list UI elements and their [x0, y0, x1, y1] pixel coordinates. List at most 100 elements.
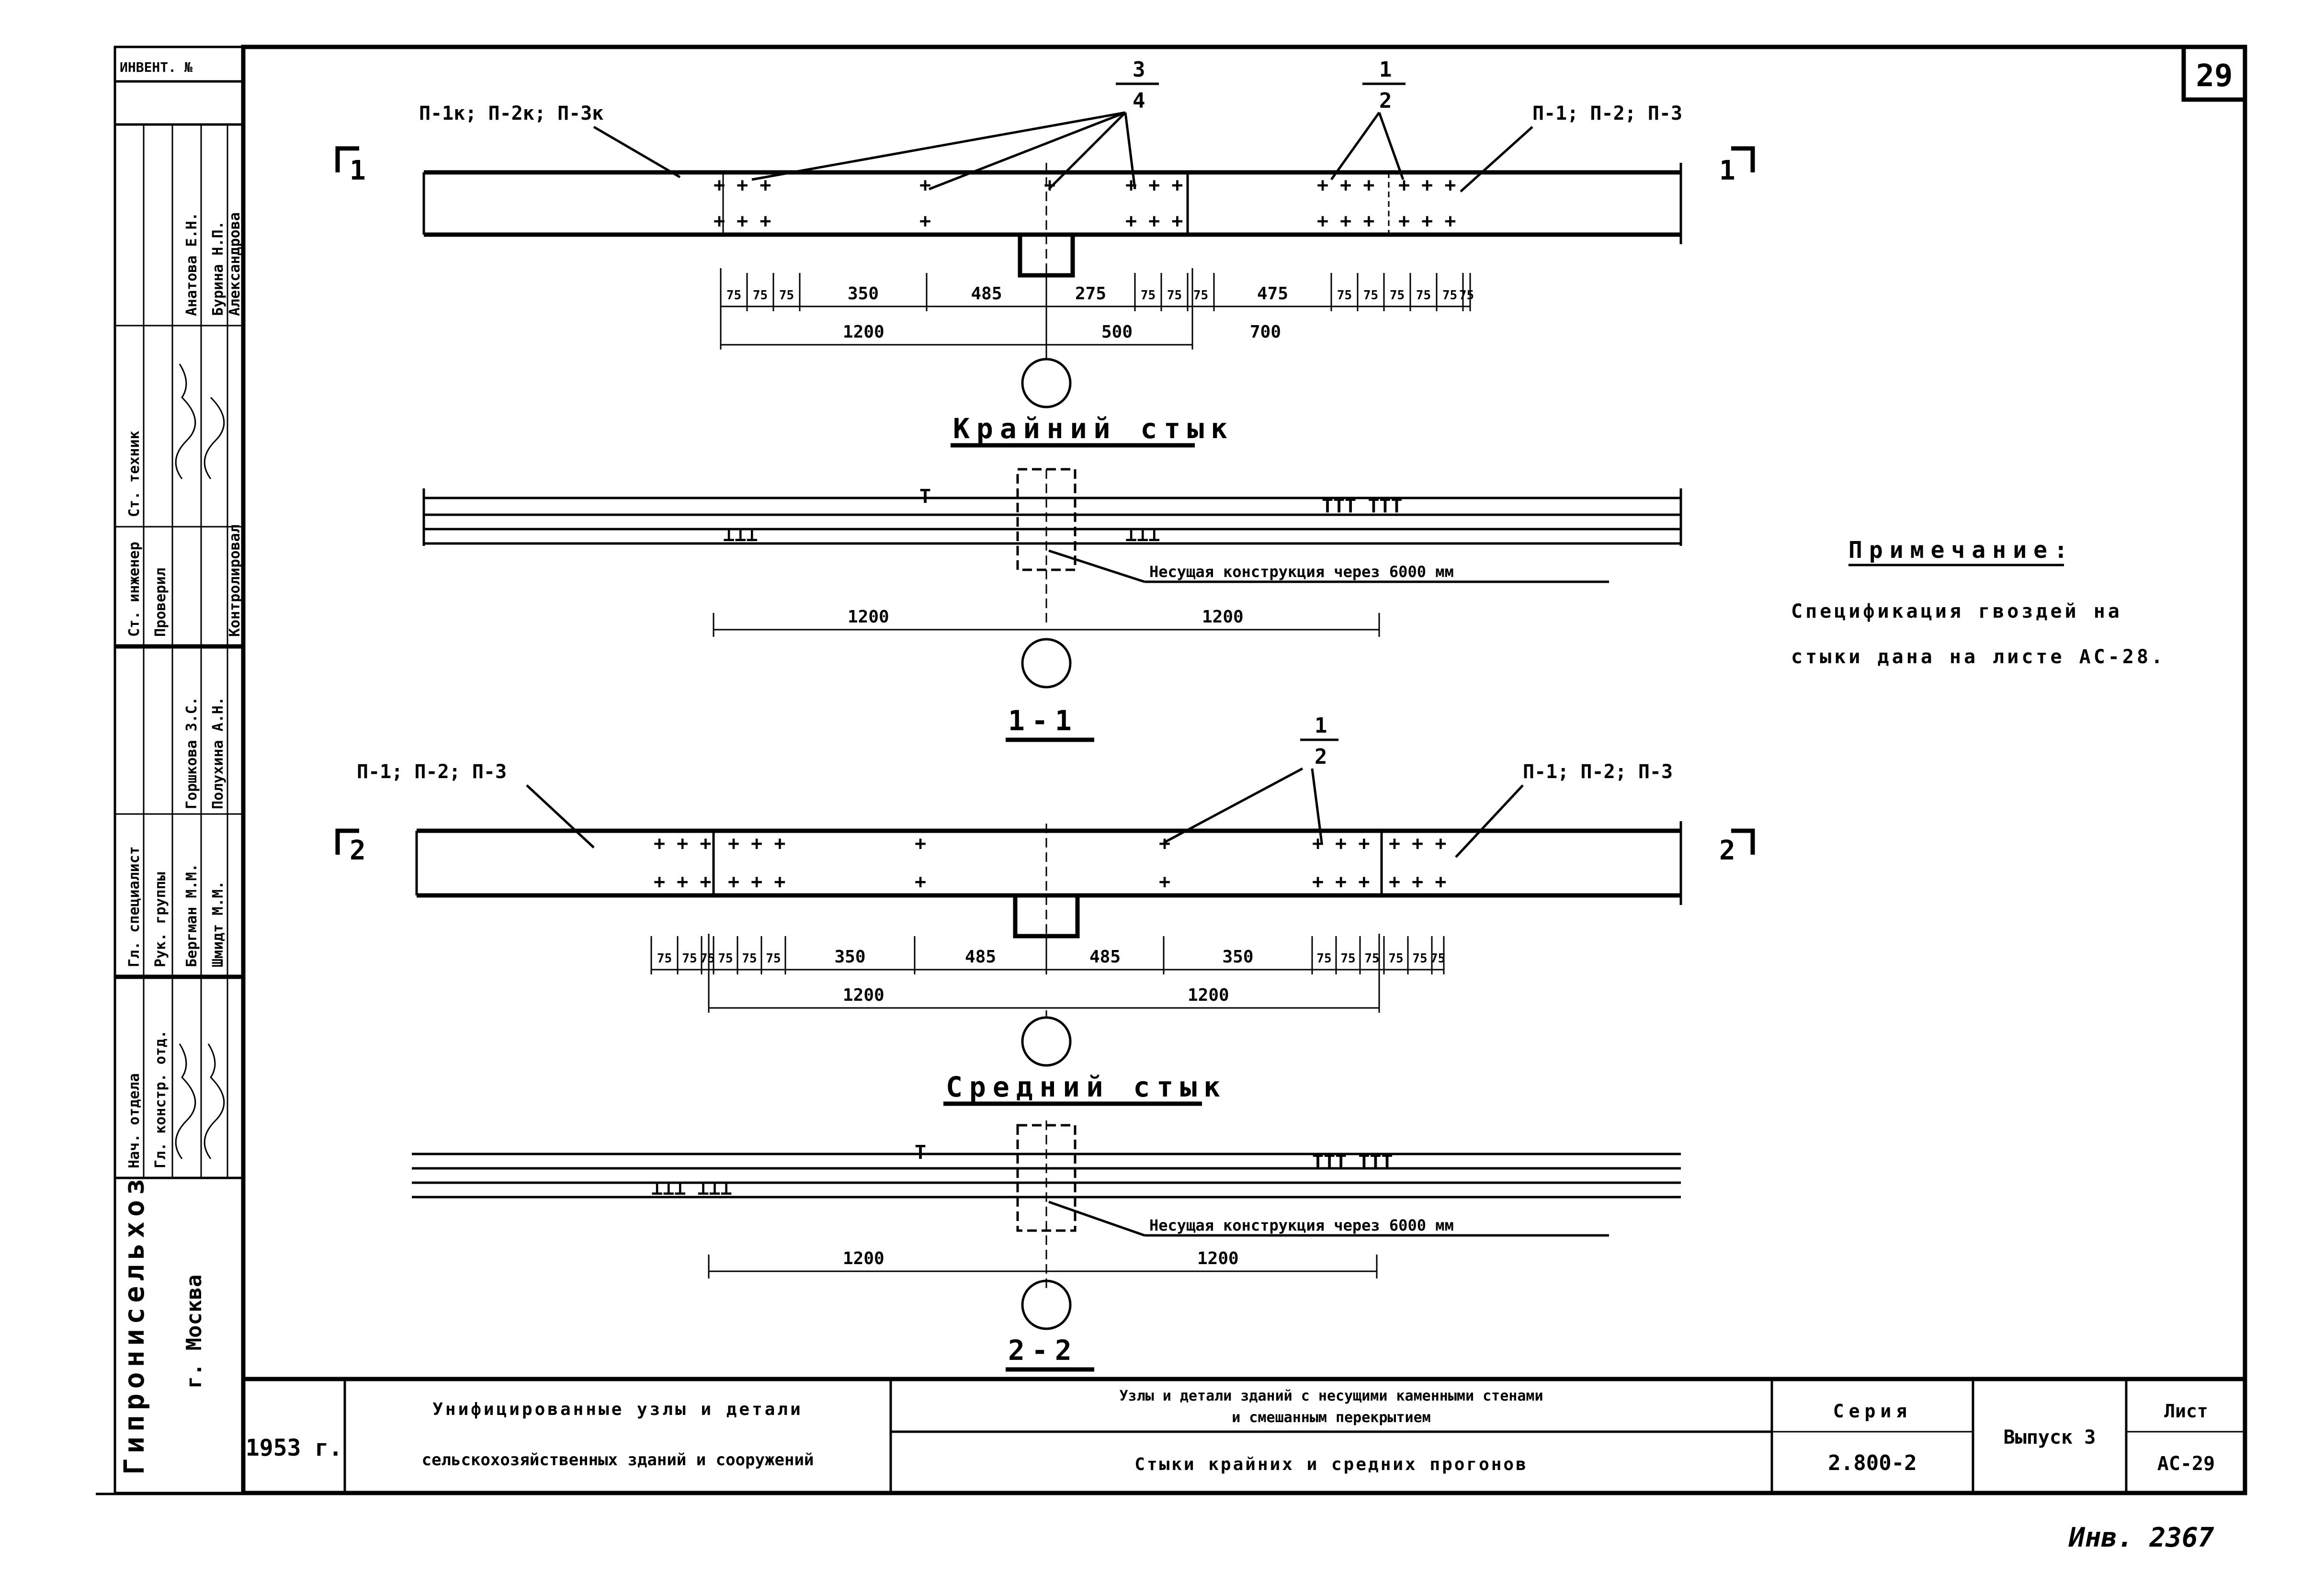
beam1-dim-label: 275: [1075, 284, 1106, 304]
axis-bubble-4: [1021, 1279, 1072, 1330]
title-middle-joint: Средний стык: [946, 1071, 1227, 1103]
stamp-name-3: Горшкова З.С.: [183, 697, 200, 809]
svg-text:⊥⊥⊥: ⊥⊥⊥: [1125, 524, 1160, 546]
stamp-role-3: Гл. специалист: [126, 846, 143, 967]
beam1-elevation: 1 1 + + + + + + + + + + + + + + + + + + …: [335, 57, 1755, 287]
stamp-role-1: Нач. отдела: [126, 1073, 143, 1168]
svg-text:T: T: [915, 1142, 926, 1164]
note-title: Примечание:: [1848, 537, 2075, 564]
footer-issue: Выпуск 3: [2004, 1426, 2096, 1448]
svg-text:+ + +: + + +: [1398, 174, 1456, 196]
svg-text:+ + +: + + +: [1317, 174, 1374, 196]
stamp-role-6: Ст. техник: [126, 430, 143, 517]
svg-text:⊥⊥⊥: ⊥⊥⊥: [723, 524, 758, 546]
callout-4: 4: [1133, 89, 1145, 113]
section-label-2-2: 2-2: [1008, 1334, 1078, 1367]
page-number: 29: [2196, 58, 2233, 94]
beam2-left-tag: П-1; П-2; П-3: [357, 761, 507, 783]
side-stamp: ИНВЕНТ. № Нач. отдела Гл. констр. отд. Г…: [113, 45, 245, 1494]
beam2-dim-right: 1200: [1188, 985, 1229, 1005]
svg-text:+ + +: + + +: [728, 871, 785, 893]
svg-text:+ + +: + + +: [1312, 871, 1370, 893]
note-line-2: стыки дана на листе АС-28.: [1791, 646, 2165, 668]
signature-2: [204, 1043, 225, 1159]
beam2-dim-label: 75: [718, 951, 733, 966]
beam2-right-tag: П-1; П-2; П-3: [1523, 761, 1673, 783]
plan1-dim-left: 1200: [848, 607, 889, 627]
page-number-box: [2181, 45, 2247, 102]
beam1-dim-1200: 1200: [843, 322, 884, 342]
beam1-right-tag: П-1; П-2; П-3: [1532, 102, 1682, 124]
svg-text:+ + +: + + +: [654, 871, 711, 893]
svg-text:+ + +: + + +: [1317, 210, 1374, 232]
section-label-1-1: 1-1: [1008, 704, 1078, 737]
svg-text:+: +: [915, 833, 926, 855]
beam2-dim-label: 75: [682, 951, 697, 966]
organization-city: г. Москва: [182, 1275, 206, 1389]
beam2-dim-label: 75: [1388, 951, 1403, 966]
svg-text:T: T: [919, 486, 931, 508]
beam2-elevation: 2 2 + + + + + + + + + + + + + + + + + + …: [335, 713, 1755, 953]
stamp-role-2: Гл. констр. отд.: [152, 1030, 169, 1168]
beam1-dim-label: 75: [1337, 288, 1352, 303]
signature-1: [175, 1043, 196, 1159]
axis-bubble-3: [1021, 1016, 1072, 1067]
footer-series-label: Серия: [1833, 1401, 1912, 1422]
plan1-dim-right: 1200: [1202, 607, 1244, 627]
beam1-dim-label: 75: [753, 288, 768, 303]
beam2-dim-label: 75: [700, 951, 715, 966]
beam1-dim-label: 75: [1459, 288, 1474, 303]
svg-text:+: +: [915, 871, 926, 893]
stamp-name-5: Анатова Е.Н.: [183, 212, 200, 316]
svg-text:+ + +: + + +: [1389, 833, 1446, 855]
beam1-dim-label: 75: [1167, 288, 1182, 303]
cut-mark-2-left-label: 2: [350, 835, 366, 866]
signature-3: [175, 363, 196, 479]
svg-text:+ + +: + + +: [1389, 871, 1446, 893]
beam2-dim-label: 75: [766, 951, 781, 966]
stamp-role-5: Ст. инженер: [126, 542, 143, 637]
signature-4: [204, 396, 225, 479]
beam2-dim-label: 350: [834, 947, 865, 967]
beam2-dim-left: 1200: [843, 985, 884, 1005]
svg-text:+ + +: + + +: [1125, 210, 1183, 232]
beam2-callout-top: 1: [1315, 713, 1327, 738]
footer-sheet-label: Лист: [2164, 1401, 2208, 1422]
axis-bubble-1: [1021, 358, 1072, 408]
svg-text:+ + +: + + +: [654, 833, 711, 855]
inventory-label: ИНВЕНТ. №: [120, 59, 193, 75]
cut-mark-1-right-label: 1: [1719, 155, 1735, 186]
beam1-dim-700: 700: [1250, 322, 1281, 342]
beam1-dim-label: 75: [1141, 288, 1156, 303]
cut-mark-1-left: [335, 146, 359, 172]
plan1-leader-label: Несущая конструкция через 6000 мм: [1149, 563, 1454, 581]
callout-1: 1: [1379, 57, 1392, 82]
stamp-role-7: Проверил: [152, 568, 169, 637]
cut-mark-1-left-label: 1: [350, 155, 366, 186]
plan2-leader-label: Несущая конструкция через 6000 мм: [1149, 1216, 1454, 1234]
stamp-controller: Александрова: [227, 212, 243, 316]
beam1-dims-row2: 1200 500 700: [720, 268, 1281, 350]
stamp-name-1: Бергман М.М.: [183, 863, 200, 967]
cut-mark-1-right: [1731, 146, 1755, 172]
beam2-dim-label: 485: [965, 947, 996, 967]
footer-doc-title-2: и смешанным перекрытием: [1232, 1409, 1430, 1426]
svg-text:+: +: [1159, 871, 1170, 893]
plan2-dim-right: 1200: [1197, 1249, 1239, 1268]
beam1-left-tag: П-1к; П-2к; П-3к: [419, 102, 603, 124]
beam2-dim-label: 75: [1364, 951, 1379, 966]
beam2-callout-bottom: 2: [1315, 745, 1327, 769]
svg-text:+: +: [919, 174, 931, 196]
stamp-controlled-label: Контролировал: [227, 524, 243, 637]
svg-text:+ + +: + + +: [728, 833, 785, 855]
inventory-mark: Инв. 2367: [2068, 1522, 2214, 1553]
svg-text:TTT TTT: TTT TTT: [1322, 495, 1403, 517]
beam1-dim-label: 350: [848, 284, 879, 304]
beam1-dim-label: 75: [726, 288, 741, 303]
title-block: 1953 г. Унифицированные узлы и детали се…: [243, 1377, 2245, 1493]
stamp-name-4: Полухина А.Н.: [210, 697, 227, 809]
beam2-dims-row2: 1200 1200: [708, 934, 1380, 1013]
